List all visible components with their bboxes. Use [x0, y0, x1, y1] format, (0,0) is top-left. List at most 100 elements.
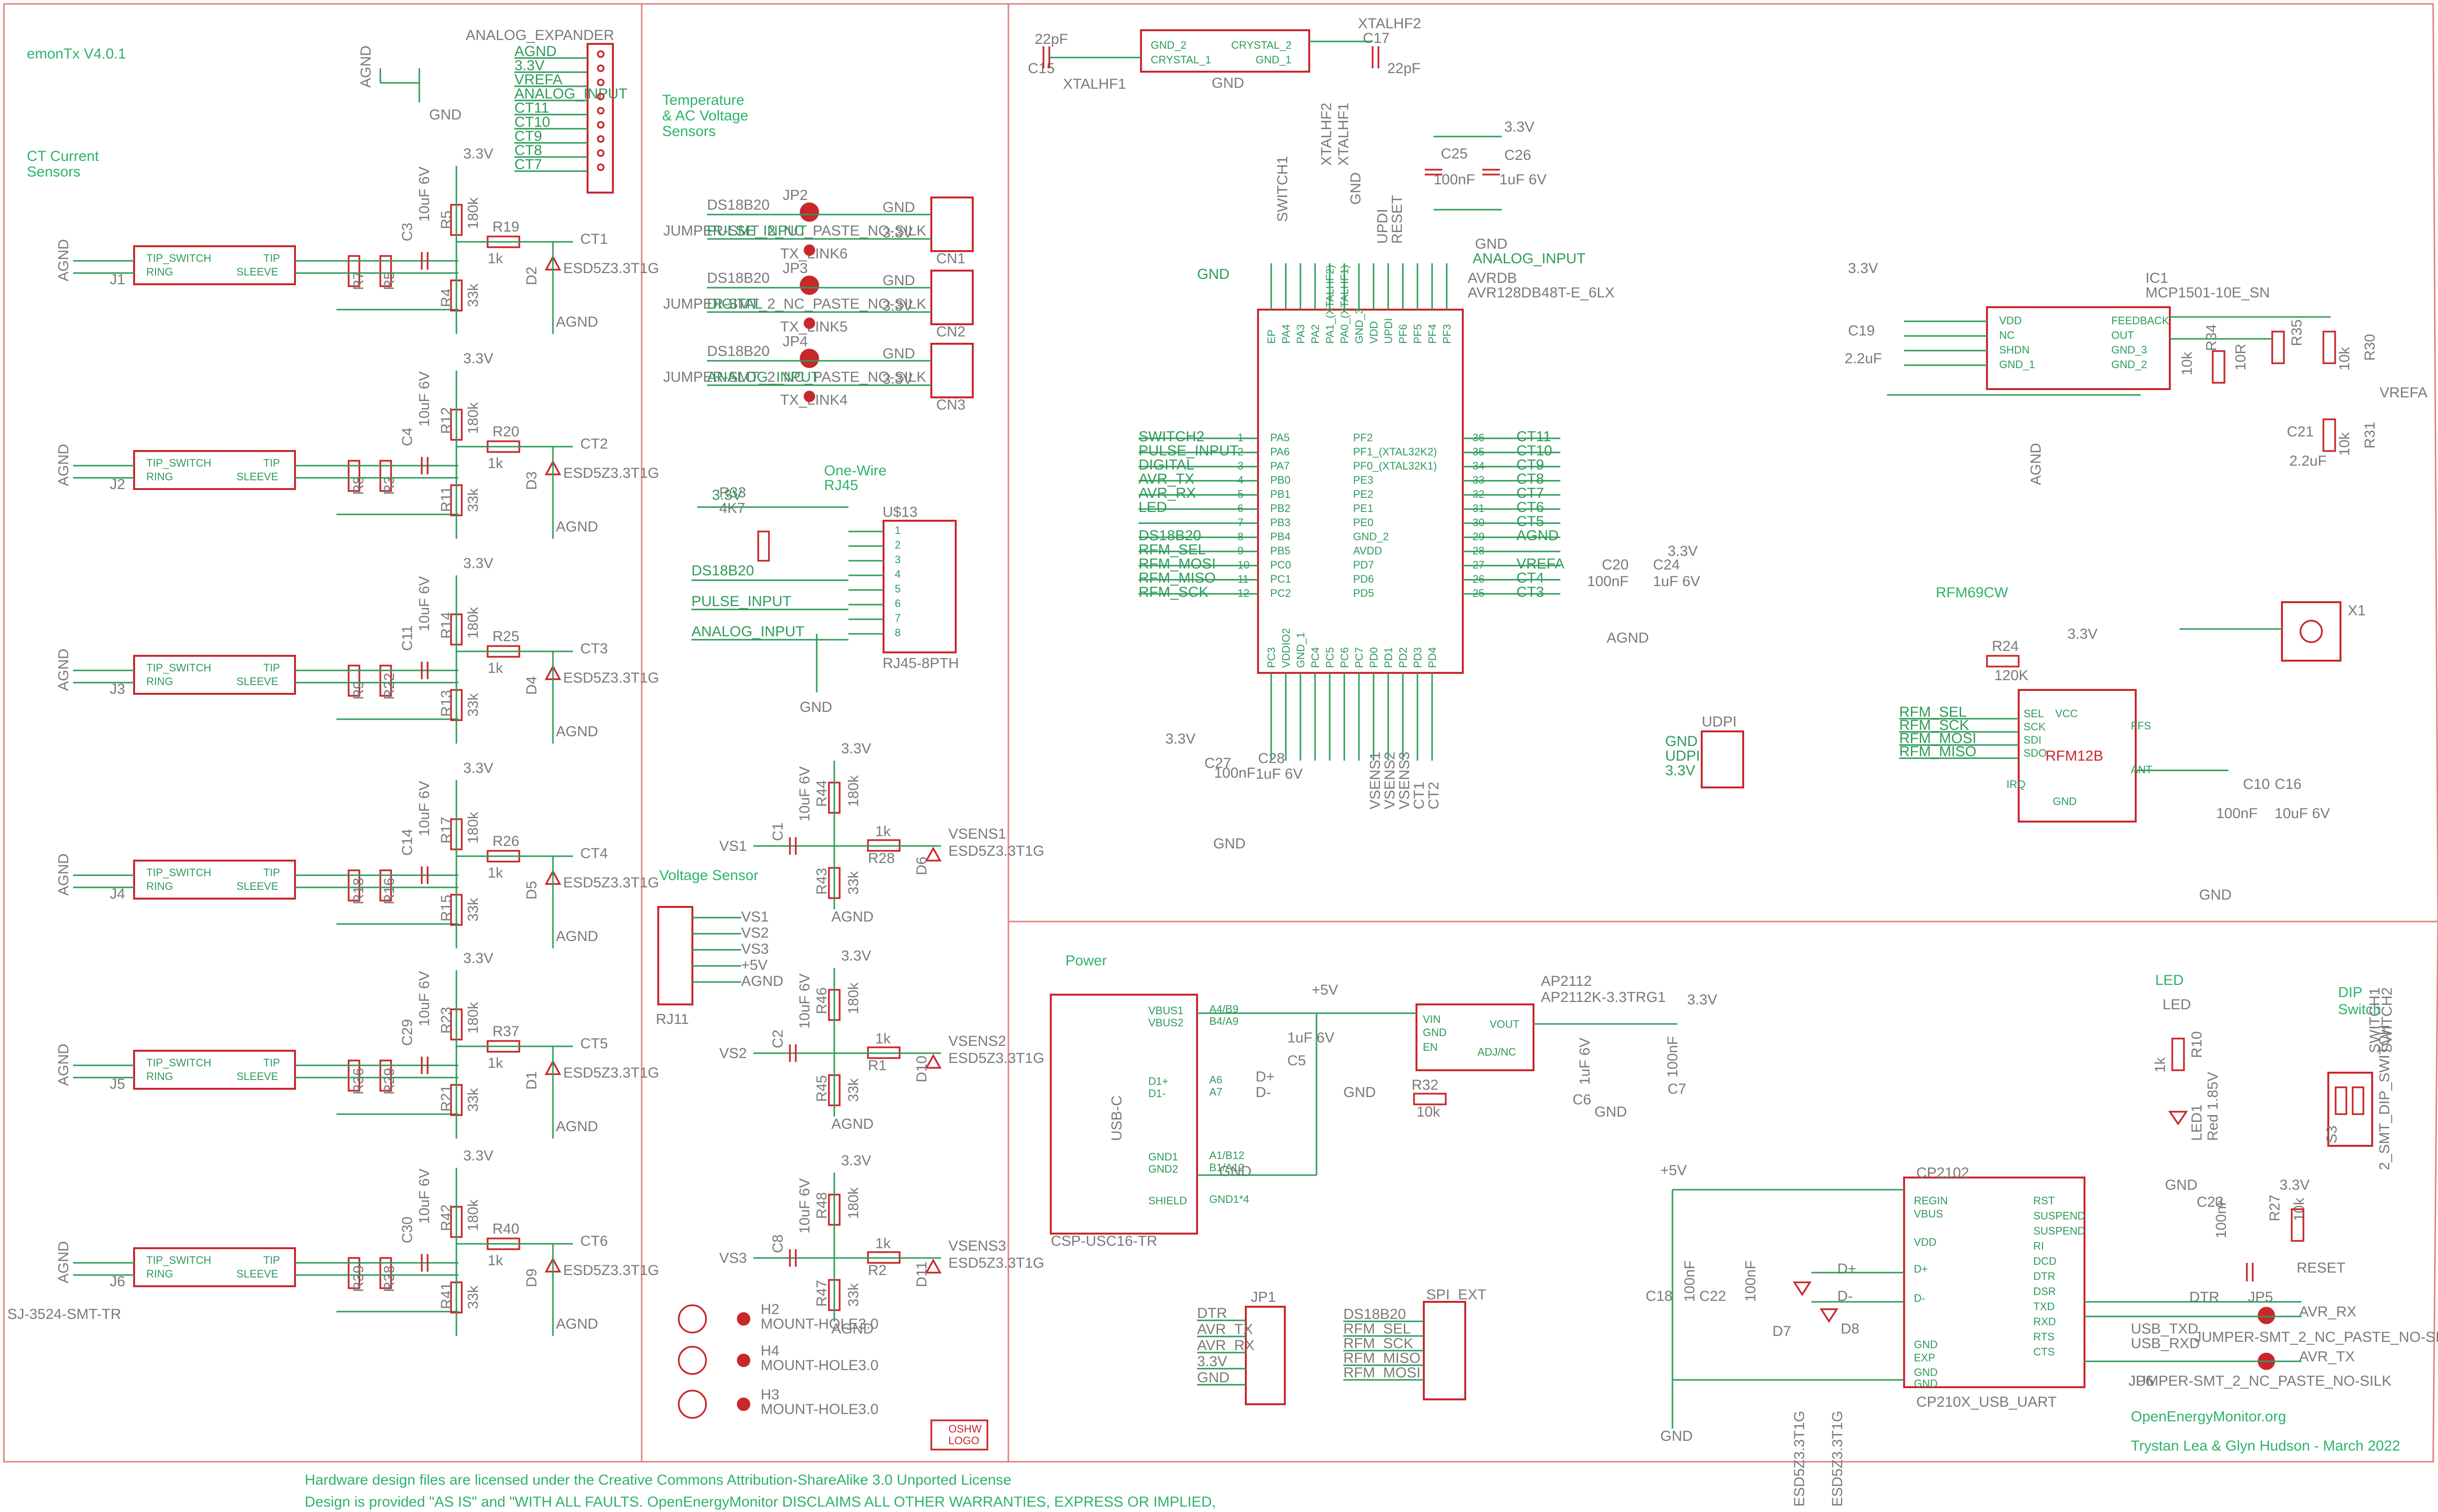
- expander-gnd-label: GND: [429, 107, 462, 123]
- mcu-bottom-net: VSENS3: [1396, 752, 1413, 809]
- expander-pin-label: CT8: [514, 142, 542, 158]
- mcu-gnd-bottom: GND: [1213, 836, 1246, 852]
- rj45-pin: 7: [895, 612, 901, 624]
- led-section-title: LED: [2155, 972, 2183, 988]
- ct-rtop-ref: R14: [438, 612, 454, 639]
- mcu-top-net: GND: [1348, 172, 1364, 205]
- mcu-left-net: SWITCH2: [1139, 429, 1204, 445]
- c24-ref: C24: [1653, 557, 1680, 573]
- mcu-top-net: XTALHF2: [1318, 103, 1335, 166]
- vref-pin-right: GND_2: [2111, 358, 2147, 371]
- mcu-bottom-pin: PC4: [1309, 647, 1321, 668]
- vs-agnd: AGND: [831, 909, 874, 925]
- spi-ext-header: SPI_EXT DS18B20RFM_SELRFM_SCKRFM_MISORFM…: [1343, 1287, 1486, 1400]
- vs-vcc: 3.3V: [841, 741, 871, 757]
- mcu-left-pin: PB3: [1270, 516, 1291, 529]
- ct-section-title-1: CT Current: [27, 148, 99, 164]
- ct-cap-val: 10uF 6V: [416, 1169, 433, 1224]
- mcu-bottom-net: VSENS2: [1382, 752, 1398, 809]
- mount-hole-label: MOUNT-HOLE3.0: [761, 1401, 879, 1417]
- rfm-pin: GND: [2053, 795, 2077, 807]
- led-block: LED 1k R10 LED1 Red 1.85V GND: [2152, 997, 2221, 1193]
- mcu-right-net: CT8: [1516, 471, 1544, 487]
- power-5v: +5V: [1312, 982, 1338, 998]
- jp1-pin: DTR: [1197, 1305, 1227, 1321]
- expander-pin-label: ANALOG_INPUT: [514, 86, 628, 102]
- rj11-pin-label: VS3: [741, 941, 769, 957]
- mcu-left-net: AVR_RX: [1139, 485, 1196, 501]
- usb-pin: GND1: [1148, 1151, 1178, 1163]
- oshw-logo-l1: OSHW: [948, 1423, 982, 1435]
- c16-val: 10uF 6V: [2275, 805, 2330, 822]
- d7-part: ESD5Z3.3T1G: [1791, 1411, 1808, 1507]
- ct-diode-ref: D4: [524, 676, 540, 695]
- c23-val: 100nF: [2213, 1197, 2229, 1238]
- mcu-top-pin: PF6: [1397, 324, 1409, 344]
- spi-pin: RFM_MOSI: [1343, 1365, 1420, 1381]
- temp-jp-ref: JP2: [783, 187, 808, 203]
- ct-jack: [133, 450, 296, 490]
- temp-sensor-channel: DS18B20JUMPER-SMT_2_NC_PASTE_NO-SILKANAL…: [663, 334, 974, 413]
- rfm-vcc: 3.3V: [2067, 626, 2098, 642]
- ct-rtop-val: 180k: [465, 1199, 481, 1231]
- jp5-ref: JP5: [2248, 1289, 2273, 1305]
- expander-pin-label: CT10: [514, 114, 550, 130]
- c5-val: 1uF 6V: [1287, 1030, 1335, 1046]
- expander-pin-label: CT9: [514, 128, 542, 144]
- expander-pin-label: 3.3V: [514, 58, 545, 74]
- mcu-right-pin: GND_2: [1353, 530, 1389, 543]
- ct-rtop-ref: R23: [438, 1007, 454, 1034]
- temp-jumper-pad-2: [804, 244, 815, 256]
- cp-pin-left: EXP: [1914, 1352, 1935, 1364]
- vs-cap-val: 10uF 6V: [797, 1178, 813, 1234]
- ct-burden-resistor: [348, 869, 360, 902]
- xtal-pin-r1: CRYSTAL_2: [1231, 39, 1292, 51]
- vs-agnd: AGND: [831, 1321, 874, 1337]
- updi-pin-vcc: 3.3V: [1665, 763, 1695, 779]
- ct-burden-resistor-2: [379, 460, 392, 492]
- rj45-pullup-resistor: [757, 530, 770, 562]
- mcu-bottom-pin: PC3: [1265, 647, 1278, 668]
- cp-pin-left: REGIN: [1914, 1195, 1948, 1207]
- mcu-right-pin: PD6: [1353, 573, 1374, 585]
- ct-burden-ref: R7: [351, 272, 367, 290]
- rj11-pin-label: VS1: [741, 909, 769, 925]
- ldo-pin: VIN: [1423, 1013, 1441, 1025]
- ct-burden2-ref: R38: [381, 1265, 397, 1292]
- mcu-top-pin: UPDI: [1382, 318, 1395, 344]
- ct-net-label: CT4: [580, 845, 608, 862]
- r24-val: 120K: [1994, 668, 2028, 684]
- cp-gnd: GND: [1660, 1428, 1693, 1444]
- temp-func-net: DIGITAL: [707, 296, 763, 312]
- vs-rbot-ref: R43: [814, 868, 830, 895]
- mcu-vcc-right: 3.3V: [1668, 543, 1698, 559]
- dip-part: 2_SMT_DIP_SWITCH: [2377, 1025, 2393, 1170]
- ct-agnd: AGND: [556, 1119, 598, 1135]
- jack-pin-tip: TIP: [263, 866, 280, 879]
- mcu-right-net: AGND: [1516, 528, 1559, 544]
- dip-section-title-2: Switch: [2338, 1001, 2381, 1018]
- xtal-net-r: XTALHF2: [1358, 16, 1421, 32]
- vs-net-label: VSENS1: [948, 826, 1006, 842]
- mount-hole-ref: H4: [761, 1343, 779, 1359]
- mcu-ref: AVRDB: [1468, 270, 1517, 286]
- ct-series-val: 1k: [488, 865, 504, 881]
- usb-ref: USB-C: [1109, 1096, 1125, 1141]
- ct-series-val: 1k: [488, 251, 504, 267]
- temp-net-ds18b20: DS18B20: [707, 343, 769, 359]
- c5-ref: C5: [1287, 1053, 1306, 1069]
- c22-val: 100nF: [1743, 1260, 1759, 1302]
- vs-diode-ref: D10: [914, 1056, 930, 1082]
- ct-diode-ref: D1: [524, 1071, 540, 1090]
- mcu-left-net: RFM_SCK: [1139, 584, 1208, 600]
- ct-diode-ref: D5: [524, 881, 540, 900]
- r34-val: 10k: [2179, 352, 2195, 375]
- cp-pin-right: SUSPEND: [2033, 1210, 2085, 1222]
- mcu-right-net: CT11: [1516, 429, 1551, 445]
- c18-val: 100nF: [1682, 1260, 1698, 1302]
- mcu-top-pin: GND_3: [1353, 308, 1365, 344]
- ct-cap-ref: C29: [399, 1019, 415, 1046]
- jp1-pin: AVR_TX: [1197, 1321, 1253, 1337]
